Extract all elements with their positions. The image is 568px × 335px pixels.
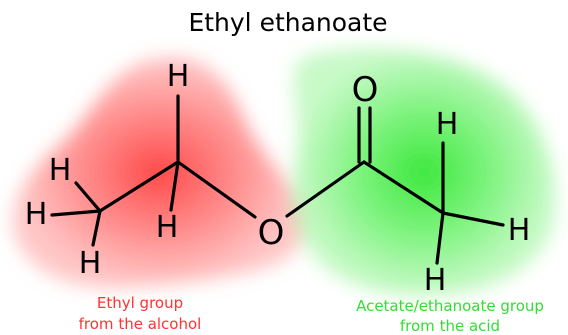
bond-o-c3	[285, 160, 366, 218]
atom-h-ethyl-bottom: H	[79, 246, 102, 281]
bond-c2-h-upper	[74, 181, 102, 213]
bond-c1-h-bottom	[169, 160, 180, 212]
bond-c4-h-right	[441, 211, 505, 227]
atom-h-ethyl-middle: H	[156, 210, 179, 245]
ethyl-caption-line2: from the alcohol	[79, 315, 202, 333]
bond-c1-c2	[98, 160, 180, 213]
bonds	[50, 94, 505, 265]
acetate-group-highlight	[292, 48, 556, 296]
bond-c2-h-lower	[91, 209, 102, 247]
atom-h-acetate-bottom: H	[424, 263, 447, 298]
bond-c1-o	[176, 160, 257, 219]
ethyl-caption-line1: Ethyl group	[97, 294, 183, 312]
atom-h-ethyl-top: H	[167, 59, 190, 94]
bond-c2-h-left	[50, 209, 102, 217]
atoms: H H H H H O O H H H	[25, 59, 531, 298]
atom-h-ethyl-upper-left: H	[49, 153, 72, 188]
atom-o-ester: O	[258, 213, 285, 253]
atom-h-acetate-top: H	[436, 107, 459, 142]
bond-c3-c4	[362, 160, 445, 215]
atom-h-ethyl-left: H	[25, 197, 48, 232]
acetate-caption-line1: Acetate/ethanoate group	[356, 297, 544, 315]
bond-c4-h-bottom	[435, 211, 445, 265]
atom-o-carbonyl: O	[352, 70, 379, 110]
diagram-title: Ethyl ethanoate	[188, 8, 387, 37]
atom-h-acetate-right: H	[508, 213, 531, 248]
acetate-caption-line2: from the acid	[400, 317, 500, 335]
